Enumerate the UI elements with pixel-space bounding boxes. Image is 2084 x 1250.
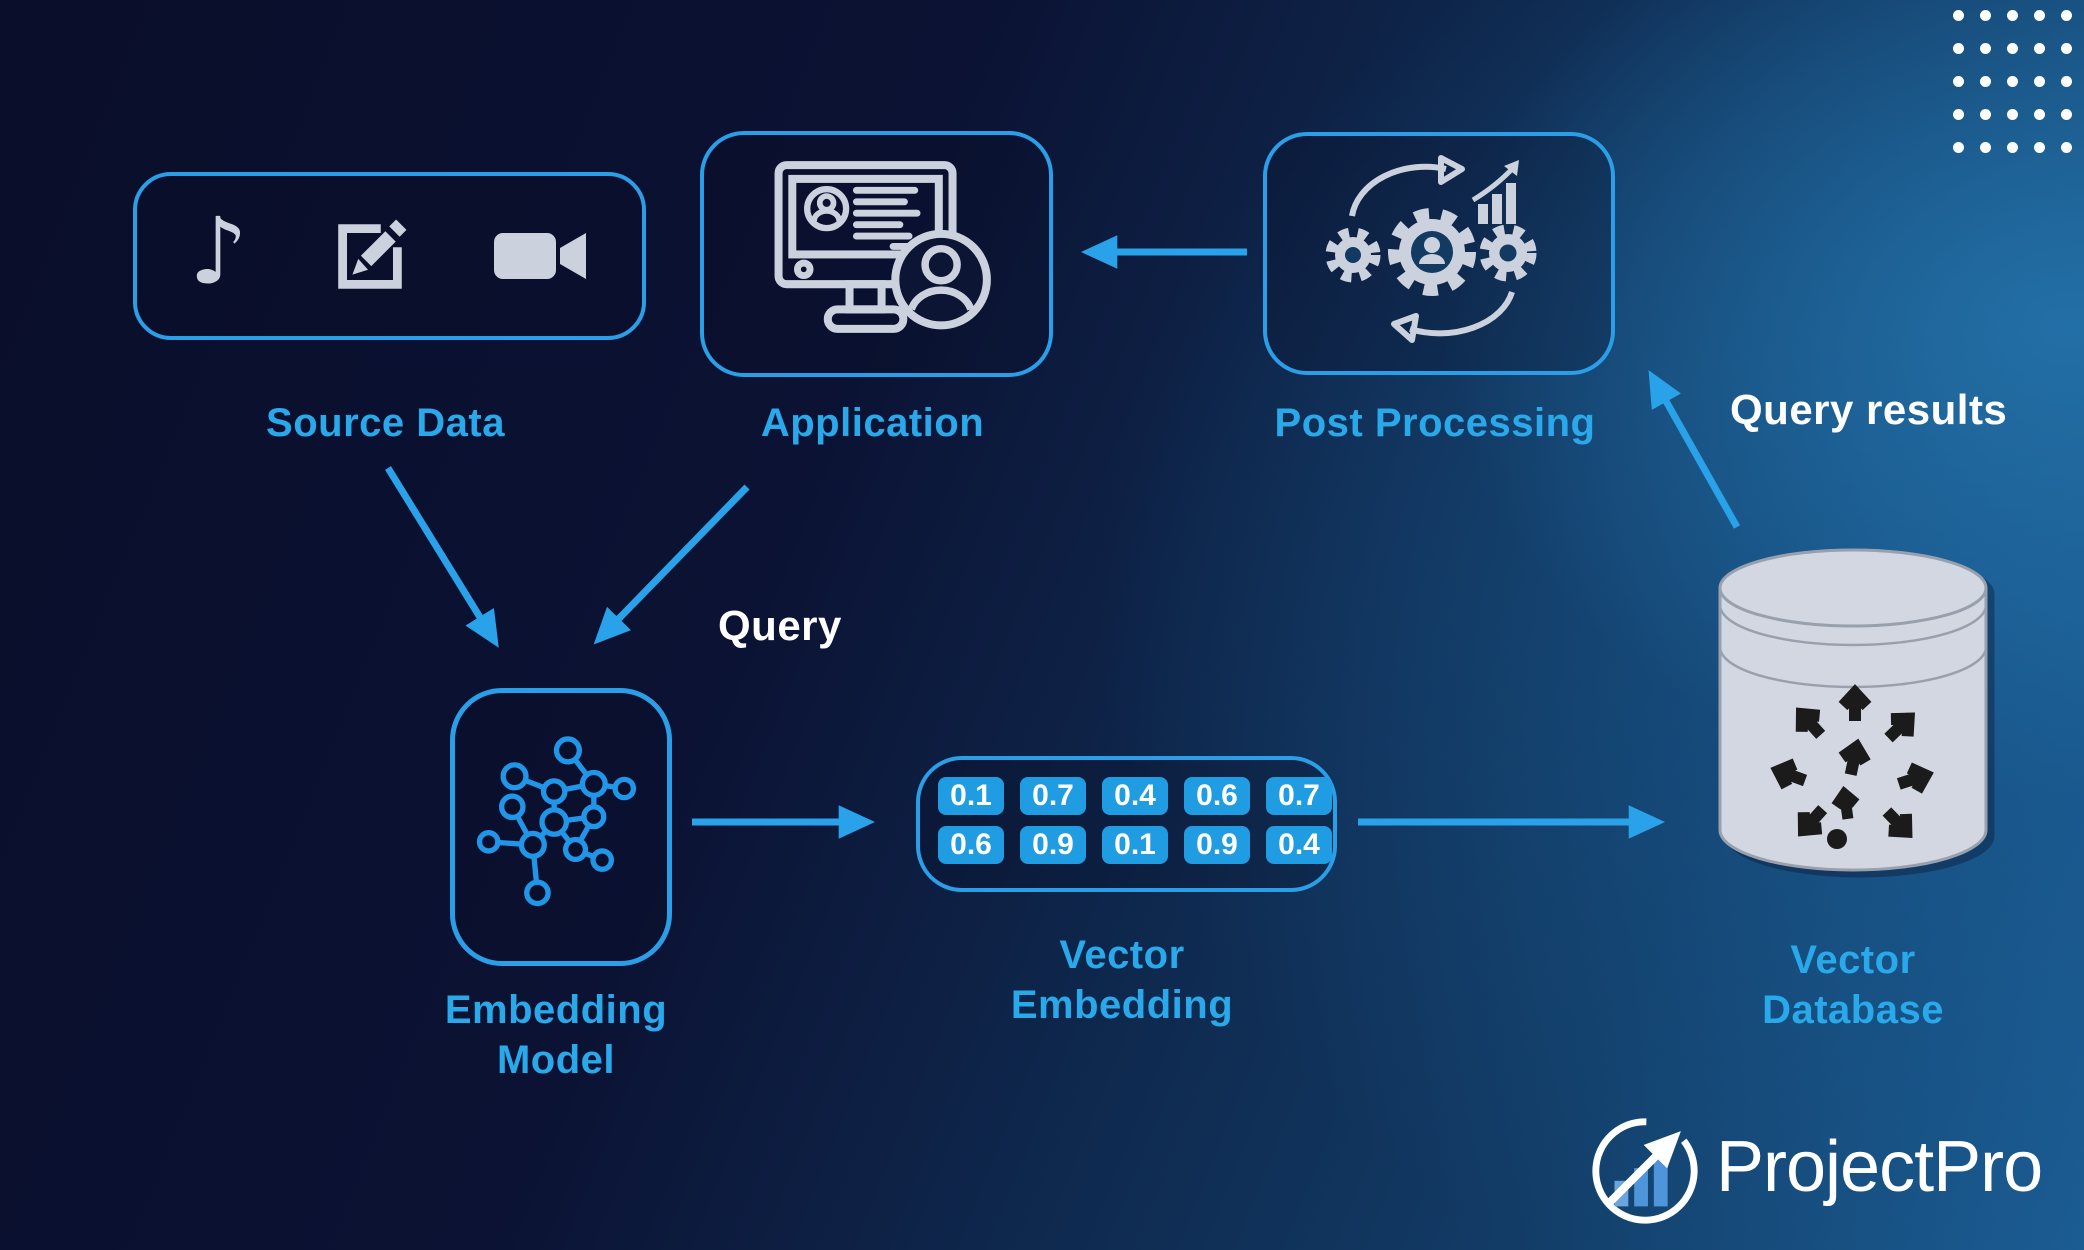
embedding-value: 0.4 xyxy=(1102,777,1168,815)
source-data-label: Source Data xyxy=(266,401,505,445)
embedding-value: 0.7 xyxy=(1020,777,1086,815)
query-label: Query xyxy=(718,602,842,649)
video-camera-icon xyxy=(493,233,586,279)
projectpro-logo-text: ProjectPro xyxy=(1716,1127,2043,1207)
embedding-model-label-line2: Model xyxy=(496,1038,616,1082)
embedding-value: 0.6 xyxy=(938,826,1004,864)
arrow-sourcedata-to-embeddingmodel xyxy=(385,466,499,648)
query-results-label: Query results xyxy=(1730,386,2008,433)
embedding-value: 0.4 xyxy=(1266,826,1332,864)
vector-database-label-line1: Vector xyxy=(1790,938,1916,982)
gear-left xyxy=(1325,227,1381,283)
gears-process-icon xyxy=(1325,155,1537,343)
vector-database-label: Vector Database xyxy=(1712,935,1994,1035)
embedding-value: 0.9 xyxy=(1184,826,1250,864)
database-cylinder-icon xyxy=(1718,548,1988,872)
arrow-vectordatabase-to-postprocessing xyxy=(1648,370,1741,529)
projectpro-logo-icon xyxy=(1592,1118,1698,1224)
vector-embedding-label-line1: Vector xyxy=(1059,933,1185,977)
edit-icon xyxy=(338,219,407,289)
embedding-value: 0.6 xyxy=(1184,777,1250,815)
embedding-value: 0.7 xyxy=(1266,777,1332,815)
embedding-model-label: Embedding Model xyxy=(406,985,706,1085)
post-processing-label: Post Processing xyxy=(1274,401,1596,445)
embedding-model-label-line1: Embedding xyxy=(444,988,668,1032)
source-data-box: ♪ xyxy=(133,172,646,340)
logo-bars xyxy=(1614,1157,1668,1207)
vector-embedding-values: 0.1 0.7 0.4 0.6 0.7 0.6 0.9 0.1 0.9 0.4 xyxy=(938,777,1332,864)
application-label: Application xyxy=(760,401,985,445)
vector-embedding-label: Vector Embedding xyxy=(972,930,1272,1030)
dots-pattern xyxy=(1953,10,2072,153)
gear-center-user xyxy=(1388,208,1476,296)
scatter-arrows-icon xyxy=(1770,684,1934,838)
embedding-value: 0.1 xyxy=(938,777,1004,815)
music-note-icon: ♪ xyxy=(189,198,248,305)
arrow-application-to-embeddingmodel xyxy=(593,484,750,645)
bar-chart-icon xyxy=(1478,183,1516,224)
gear-right xyxy=(1479,224,1537,282)
vector-embedding-label-line2: Embedding xyxy=(1010,983,1234,1027)
embedding-value: 0.1 xyxy=(1102,826,1168,864)
network-graph-icon xyxy=(476,736,637,907)
monitor-user-icon xyxy=(774,161,991,333)
vector-database-label-line2: Database xyxy=(1762,988,1944,1032)
embedding-value: 0.9 xyxy=(1020,826,1086,864)
